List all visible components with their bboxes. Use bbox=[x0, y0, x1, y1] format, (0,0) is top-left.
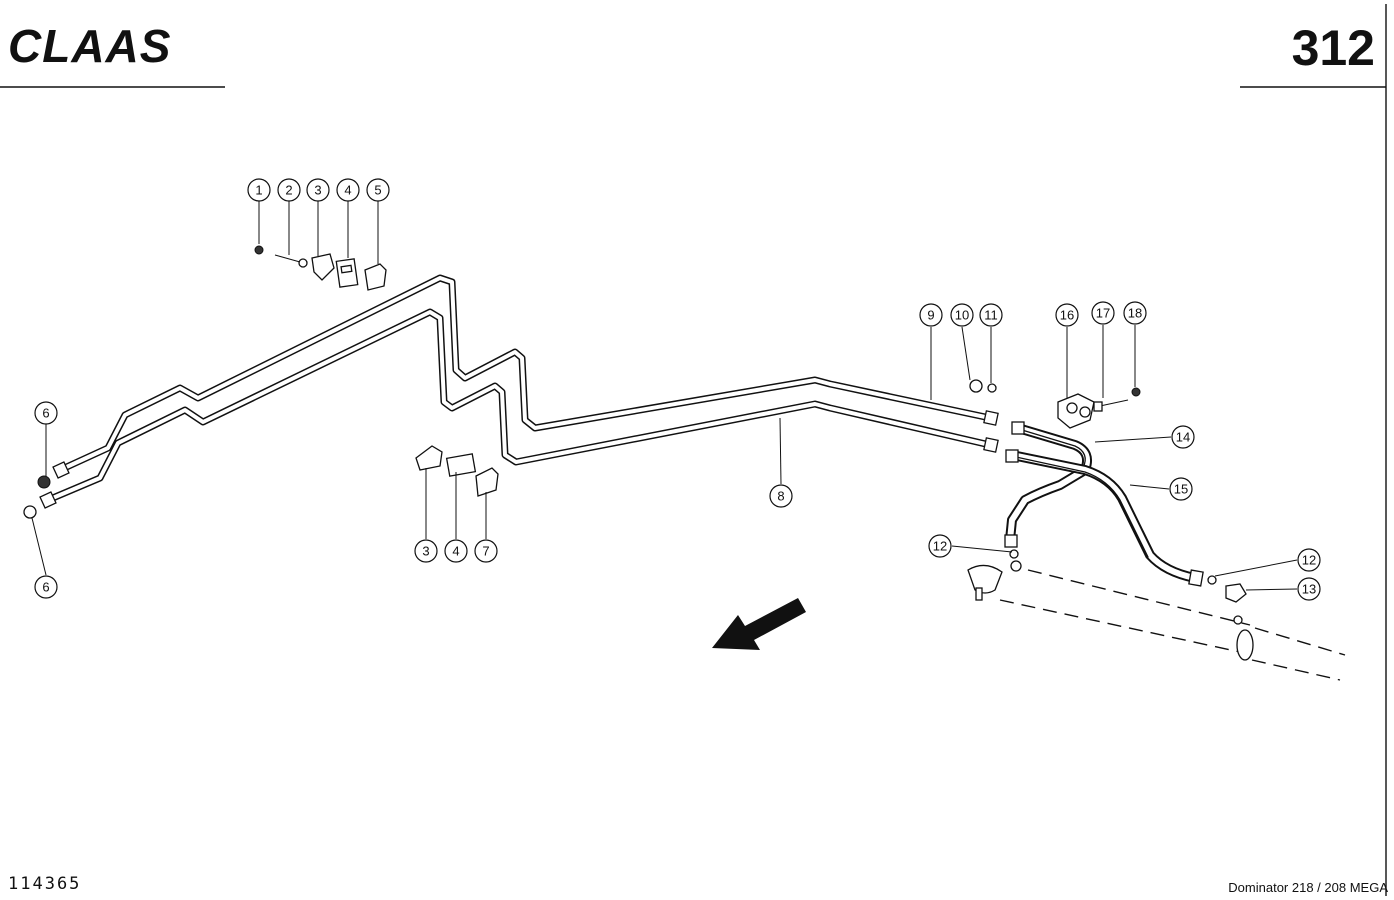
callout-item-6-upper: 6 bbox=[34, 401, 58, 425]
callout-item-13: 13 bbox=[1297, 577, 1321, 601]
callout-item-18: 18 bbox=[1123, 301, 1147, 325]
cylinder-dashed bbox=[967, 549, 1346, 681]
svg-text:5: 5 bbox=[374, 183, 381, 198]
svg-text:16: 16 bbox=[1060, 308, 1074, 323]
callout-item-5: 5 bbox=[366, 178, 390, 202]
svg-text:18: 18 bbox=[1128, 306, 1142, 321]
callout-item-17: 17 bbox=[1091, 301, 1115, 325]
callout-item-8: 8 bbox=[769, 484, 793, 508]
drawing-number: 114365 bbox=[8, 874, 82, 894]
svg-text:6: 6 bbox=[42, 406, 49, 421]
leader-lines bbox=[31, 201, 1298, 591]
svg-text:14: 14 bbox=[1176, 430, 1190, 445]
small-parts-middle bbox=[415, 445, 499, 497]
brand-logo: CLAAS bbox=[8, 20, 171, 72]
callout-item-10: 10 bbox=[950, 303, 974, 327]
svg-text:6: 6 bbox=[42, 580, 49, 595]
callout-item-9: 9 bbox=[919, 303, 943, 327]
svg-text:10: 10 bbox=[955, 308, 969, 323]
callout-item-12-right: 12 bbox=[1297, 548, 1321, 572]
svg-text:12: 12 bbox=[933, 539, 947, 554]
svg-text:3: 3 bbox=[314, 183, 321, 198]
svg-text:9: 9 bbox=[927, 308, 934, 323]
header-frame bbox=[0, 4, 1387, 896]
callout-item-15: 15 bbox=[1169, 477, 1193, 501]
callout-item-6-lower: 6 bbox=[34, 575, 58, 599]
model-name: Dominator 218 / 208 MEGA bbox=[1228, 880, 1388, 895]
callout-item-12-left: 12 bbox=[928, 534, 952, 558]
svg-text:12: 12 bbox=[1302, 553, 1316, 568]
svg-text:2: 2 bbox=[285, 183, 292, 198]
page-number: 312 bbox=[1291, 20, 1375, 76]
svg-text:4: 4 bbox=[452, 544, 459, 559]
callout-item-11: 11 bbox=[979, 303, 1003, 327]
callout-item-16: 16 bbox=[1055, 303, 1079, 327]
pipe-assembly-left bbox=[44, 274, 994, 504]
left-fittings bbox=[23, 461, 70, 519]
direction-arrow bbox=[712, 598, 806, 650]
svg-text:8: 8 bbox=[777, 489, 784, 504]
svg-text:1: 1 bbox=[255, 183, 262, 198]
right-pipe-fittings bbox=[983, 410, 999, 453]
svg-text:13: 13 bbox=[1302, 582, 1316, 597]
callout-item-3: 3 bbox=[306, 178, 330, 202]
callout-item-2: 2 bbox=[277, 178, 301, 202]
small-parts-top bbox=[254, 245, 387, 291]
svg-text:3: 3 bbox=[422, 544, 429, 559]
callout-item-7: 7 bbox=[474, 539, 498, 563]
callout-item-14: 14 bbox=[1171, 425, 1195, 449]
callout-item-1: 1 bbox=[247, 178, 271, 202]
callout-item-4-middle: 4 bbox=[444, 539, 468, 563]
svg-text:17: 17 bbox=[1096, 306, 1110, 321]
callout-item-4: 4 bbox=[336, 178, 360, 202]
svg-text:7: 7 bbox=[482, 544, 489, 559]
clamp-and-bolts bbox=[969, 379, 1141, 429]
svg-text:4: 4 bbox=[344, 183, 351, 198]
svg-text:15: 15 bbox=[1174, 482, 1188, 497]
hoses-right bbox=[1004, 421, 1204, 587]
svg-text:11: 11 bbox=[984, 308, 998, 323]
callout-item-3-middle: 3 bbox=[414, 539, 438, 563]
